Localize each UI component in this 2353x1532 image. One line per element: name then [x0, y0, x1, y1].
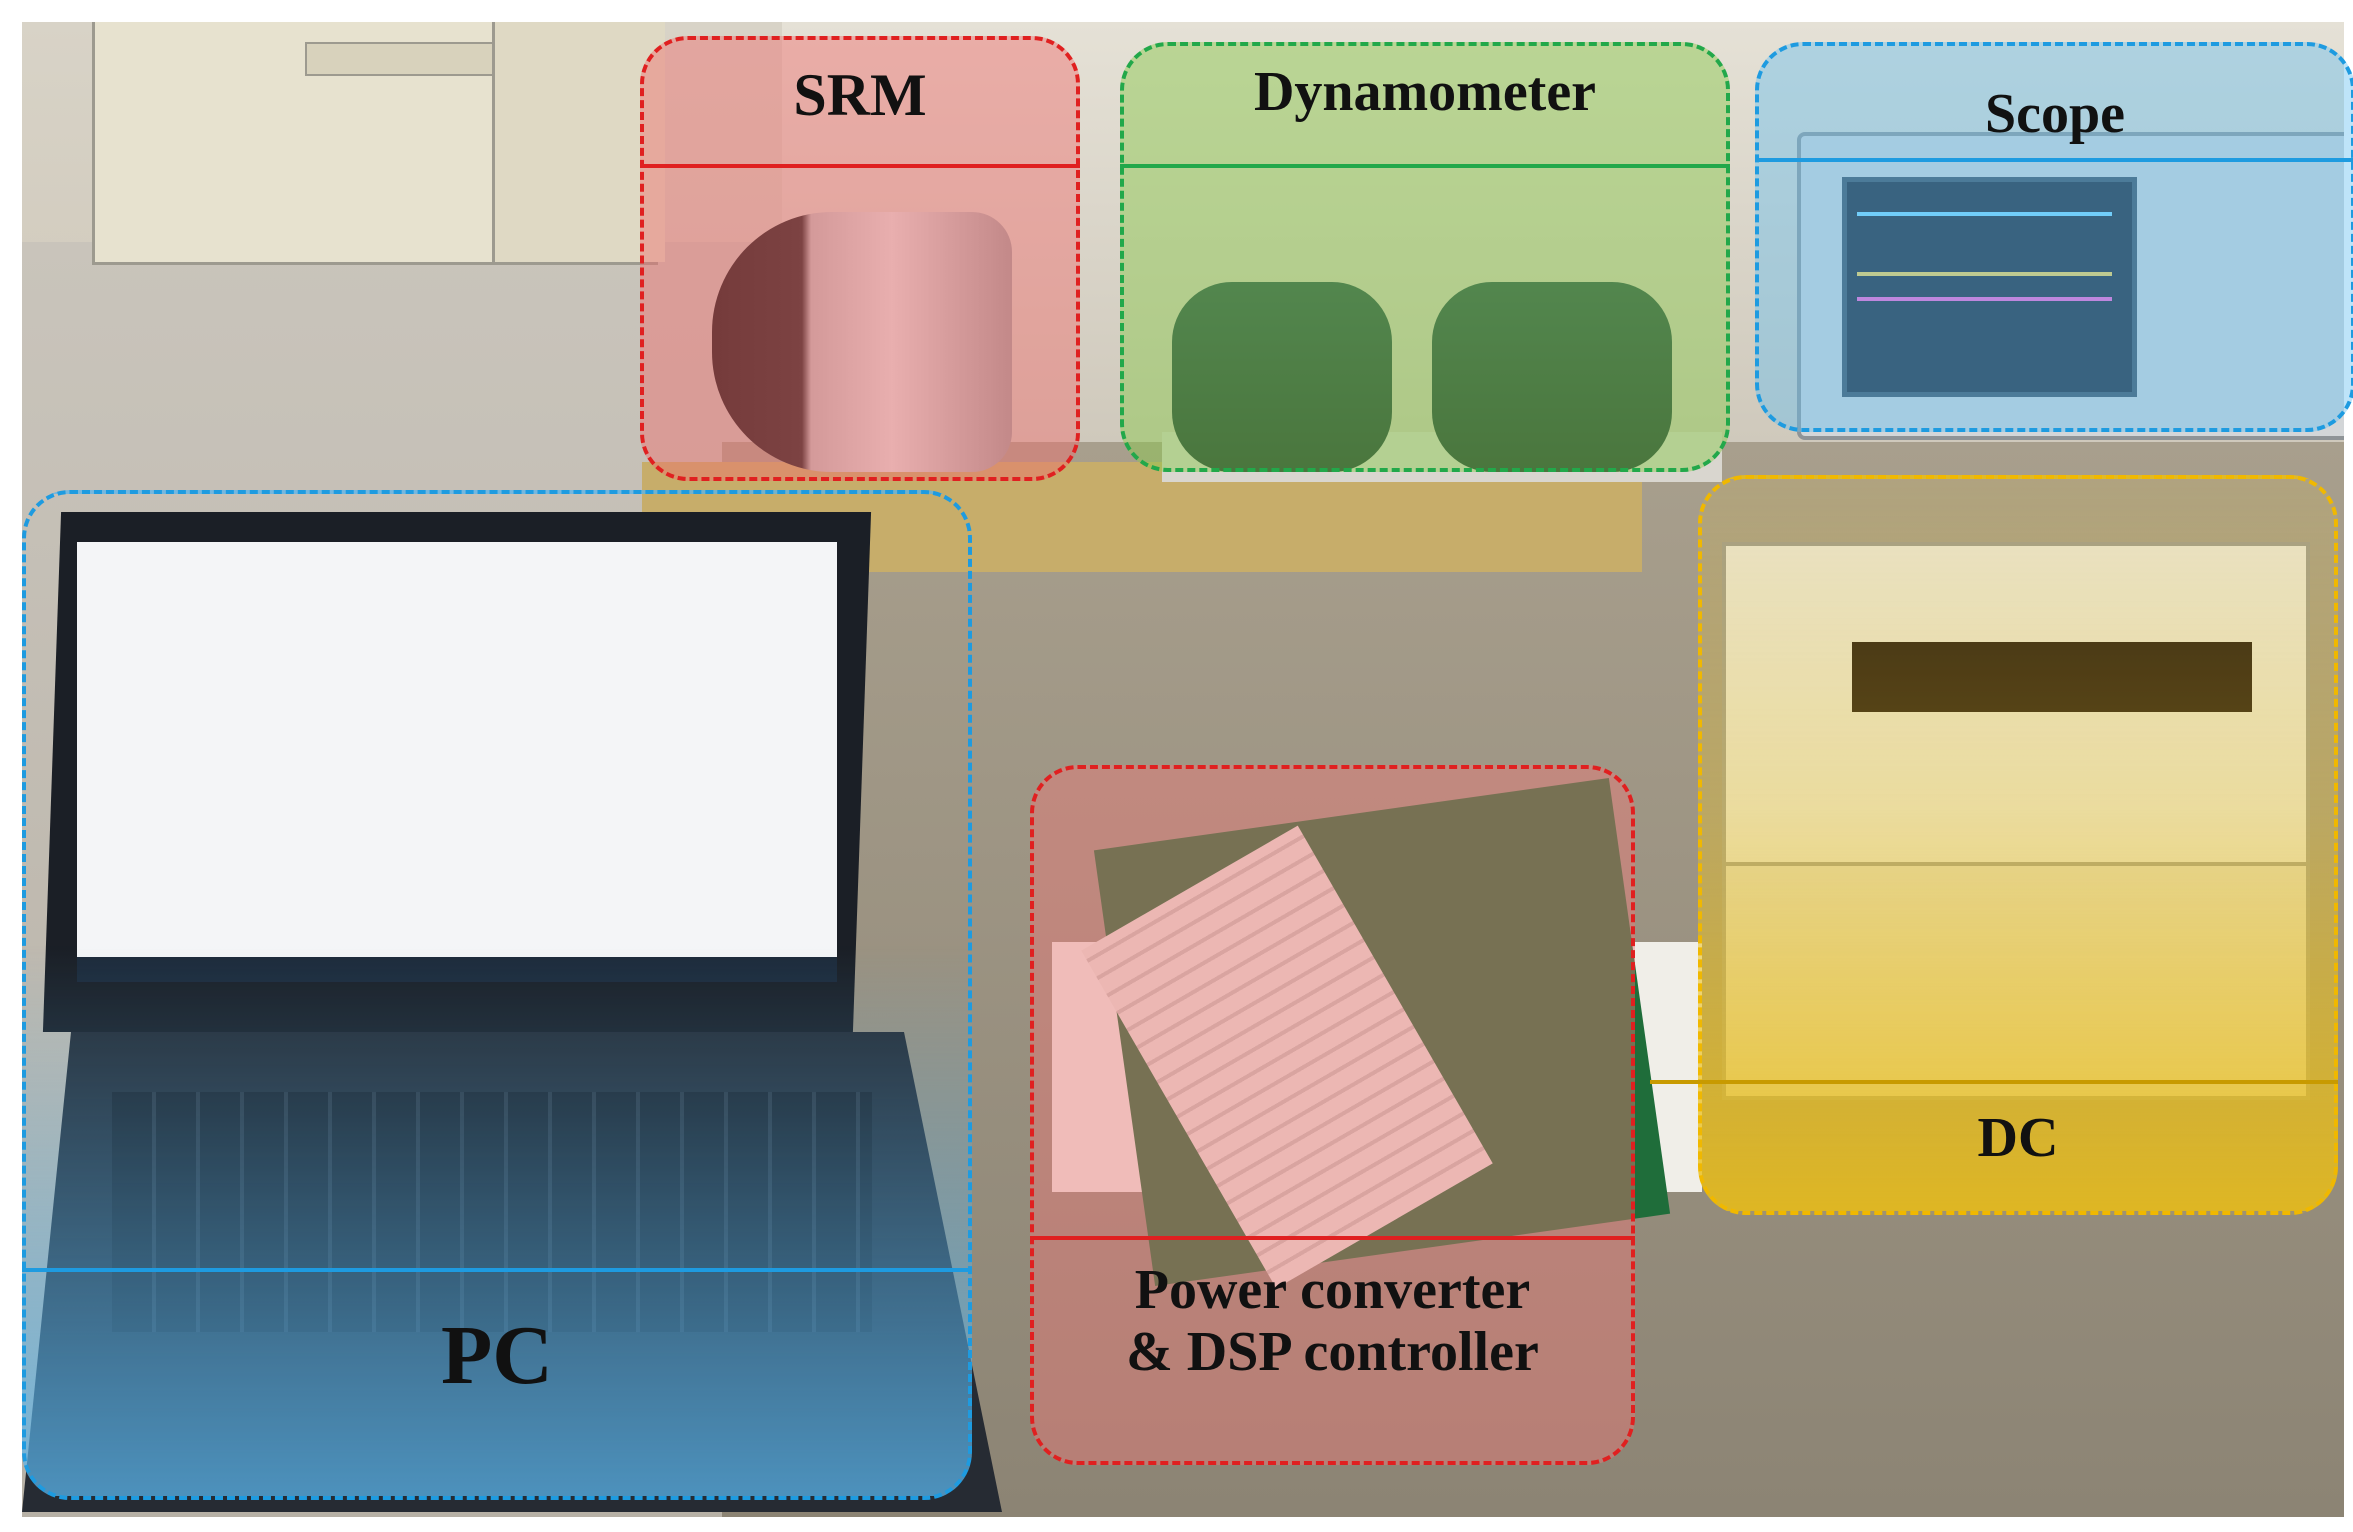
dynamometer-divider	[1120, 164, 1730, 168]
dynamometer-motor-left	[1172, 282, 1392, 472]
scope-label: Scope	[1985, 83, 2125, 145]
dc-region	[1698, 475, 2338, 1215]
scope-waveform-magenta	[1857, 297, 2112, 301]
dynamometer-label: Dynamometer	[1253, 61, 1597, 123]
dc-divider	[1650, 1080, 2338, 1084]
converter-region	[1030, 765, 1635, 1465]
converter-label-line1: Power converter	[1134, 1259, 1531, 1321]
srm-motor	[712, 212, 1012, 472]
converter-label: Power converter & DSP controller	[1030, 1259, 1635, 1383]
converter-label-line2: & DSP controller	[1126, 1320, 1539, 1383]
dynamometer-motor-right	[1432, 282, 1672, 472]
scope-divider	[1755, 158, 2353, 162]
pc-region	[22, 490, 972, 1500]
pc-divider	[22, 1268, 972, 1272]
srm-label: SRM	[793, 62, 927, 128]
scope-region	[1755, 42, 2353, 432]
scope-waveform-cyan	[1857, 212, 2112, 216]
srm-region	[640, 36, 1080, 481]
scope-waveform-yellow	[1857, 272, 2112, 276]
dynamometer-region	[1120, 42, 1730, 472]
converter-divider	[1030, 1236, 1635, 1240]
dc-label: DC	[1977, 1107, 2059, 1169]
cabinet-door	[492, 22, 665, 262]
pc-label: PC	[441, 1309, 553, 1402]
srm-divider	[640, 164, 1080, 168]
